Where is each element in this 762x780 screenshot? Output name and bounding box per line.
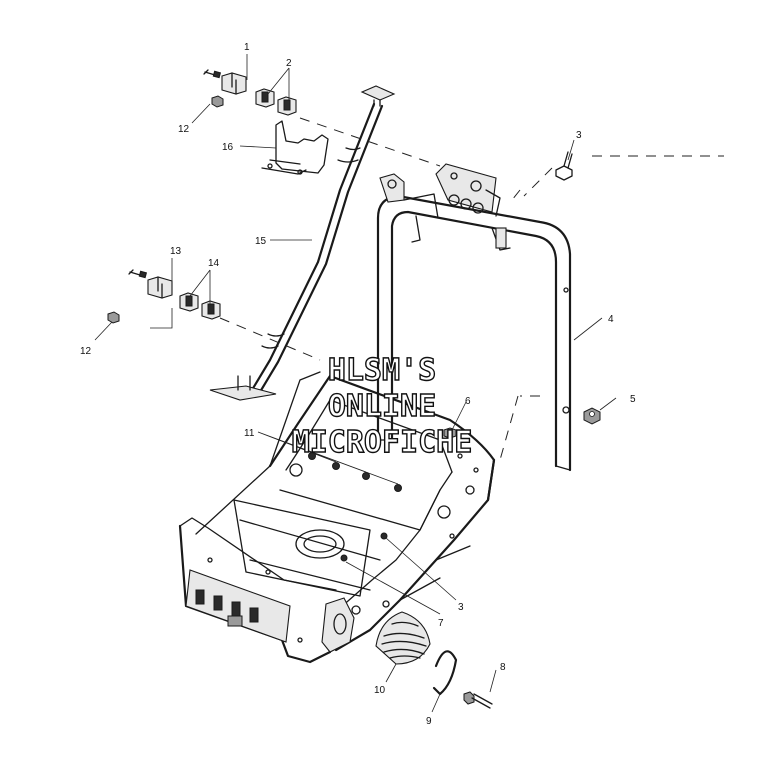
leader-lines [94,54,617,713]
callout-1: 1 [244,42,250,53]
watermark: HLSM'S ONLINE MICROFICHE [291,352,473,460]
callout-12-lower: 12 [80,346,92,357]
callout-labels: 1 2 12 16 3 15 13 14 4 12 5 6 11 3 7 8 1… [80,42,636,727]
assembly-lines [219,117,724,461]
callout-11: 11 [244,428,255,439]
callout-6: 6 [465,396,471,407]
callout-15: 15 [255,236,267,247]
boot-clamp [432,650,458,696]
upper-clamp-group [203,69,329,175]
bolt-upper-right [555,151,573,181]
watermark-line-1: HLSM'S [328,353,436,388]
steering-boot [375,611,431,665]
callout-10: 10 [374,685,386,696]
callout-3-upper: 3 [576,130,582,141]
callout-14: 14 [208,258,220,269]
watermark-line-2: ONLINE [328,389,436,424]
callout-3-lower: 3 [458,602,464,613]
callout-8: 8 [500,662,506,673]
callout-7: 7 [438,618,444,629]
callout-12-upper: 12 [178,124,190,135]
lower-clamp-group [107,269,221,324]
watermark-line-3: MICROFICHE [292,425,473,460]
nut-right [583,407,601,425]
hoop-brace [376,163,572,472]
callout-9: 9 [426,716,432,727]
main-frame [178,371,496,664]
callout-16: 16 [222,142,234,153]
callout-13: 13 [170,246,182,257]
callout-5: 5 [630,394,636,405]
callout-2: 2 [286,58,292,69]
steering-post [209,85,396,401]
callout-4: 4 [608,314,614,325]
screw [463,691,493,709]
